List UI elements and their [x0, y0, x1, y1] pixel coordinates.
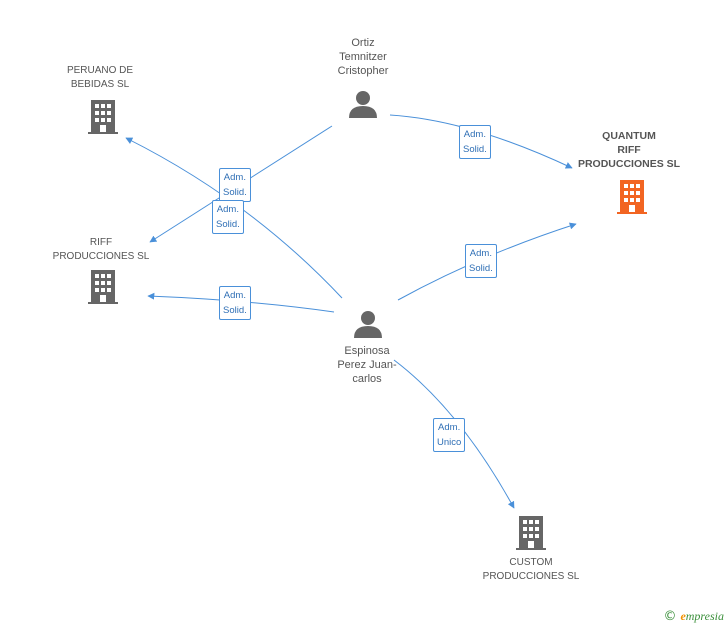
edge-label-ortiz-peruano[interactable]: Adm. Solid.	[219, 168, 251, 202]
edge-label-ortiz-quantum[interactable]: Adm. Solid.	[459, 125, 491, 159]
building-icon[interactable]	[88, 100, 118, 134]
empresia-brand[interactable]: ©empresia	[663, 609, 724, 624]
edge-label-espinosa-peruano[interactable]: Adm. Solid.	[212, 200, 244, 234]
brand-initial: e	[680, 609, 686, 623]
company-label-quantum[interactable]: QUANTUM RIFF PRODUCCIONES SL	[577, 130, 681, 170]
building-icon[interactable]	[516, 516, 546, 550]
company-label-peruano[interactable]: PERUANO DE BEBIDAS SL	[66, 65, 134, 90]
brand-name: mpresia	[685, 609, 724, 623]
company-label-custom[interactable]: CUSTOM PRODUCCIONES SL	[482, 557, 580, 582]
person-label-ortiz[interactable]: Ortiz Temnitzer Cristopher	[337, 37, 389, 77]
person-label-espinosa[interactable]: Espinosa Perez Juan- carlos	[337, 345, 397, 385]
edge-label-espinosa-custom[interactable]: Adm. Unico	[433, 418, 466, 452]
copyright-symbol: ©	[663, 609, 677, 624]
person-icon[interactable]	[354, 310, 382, 338]
person-icon[interactable]	[349, 90, 377, 118]
building-icon[interactable]	[88, 270, 118, 304]
building-icon[interactable]	[617, 180, 647, 214]
edge-label-espinosa-quantum[interactable]: Adm. Solid.	[465, 244, 497, 278]
edge-label-espinosa-riff[interactable]: Adm. Solid.	[219, 286, 251, 320]
company-label-riff[interactable]: RIFF PRODUCCIONES SL	[52, 237, 150, 262]
